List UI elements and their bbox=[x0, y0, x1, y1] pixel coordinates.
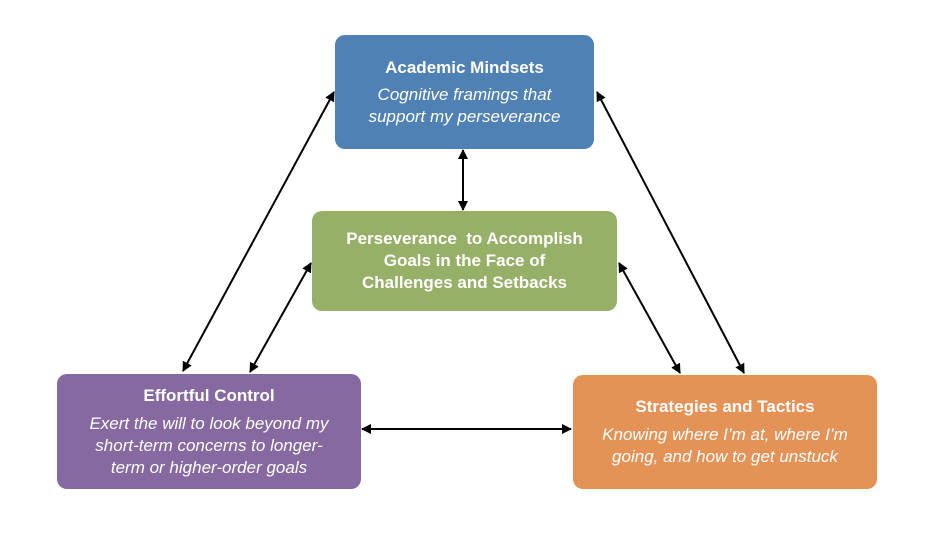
arrow-mindsets-effortful bbox=[182, 91, 335, 372]
node-description: Knowing where I’m at, where I’m going, a… bbox=[602, 424, 848, 468]
description-line: short-term concerns to longer- bbox=[95, 435, 323, 455]
node-strategies-and-tactics: Strategies and Tactics Knowing where I’m… bbox=[573, 375, 877, 489]
node-academic-mindsets: Academic Mindsets Cognitive framings tha… bbox=[335, 35, 594, 149]
description-line: term or higher-order goals bbox=[110, 457, 308, 477]
node-title: Perseverance to Accomplish Goals in the … bbox=[346, 228, 583, 294]
node-title: Strategies and Tactics bbox=[635, 397, 815, 416]
description-line: support my perseverance bbox=[368, 106, 561, 126]
node-description: Exert the will to look beyond my short-t… bbox=[89, 413, 328, 479]
node-effortful-control: Effortful Control Exert the will to look… bbox=[57, 374, 361, 489]
title-line: Challenges and Setbacks bbox=[361, 273, 568, 292]
node-title: Effortful Control bbox=[143, 385, 275, 405]
title-line: Perseverance to Accomplish bbox=[346, 229, 583, 248]
arrow-perseverance-strategies bbox=[618, 262, 681, 374]
node-title: Academic Mindsets bbox=[385, 57, 544, 77]
title-line: Goals in the Face of bbox=[383, 251, 546, 270]
node-perseverance: Perseverance to Accomplish Goals in the … bbox=[312, 211, 617, 311]
description-line: Exert the will to look beyond my bbox=[89, 413, 329, 433]
description-line: going, and how to get unstuck bbox=[612, 447, 838, 466]
node-description: Cognitive framings that support my perse… bbox=[369, 84, 561, 128]
arrow-mindsets-strategies bbox=[596, 91, 745, 374]
description-line: Cognitive framings that bbox=[377, 84, 552, 104]
description-line: Knowing where I’m at, where I’m bbox=[602, 425, 848, 444]
arrow-perseverance-effortful bbox=[249, 262, 312, 373]
